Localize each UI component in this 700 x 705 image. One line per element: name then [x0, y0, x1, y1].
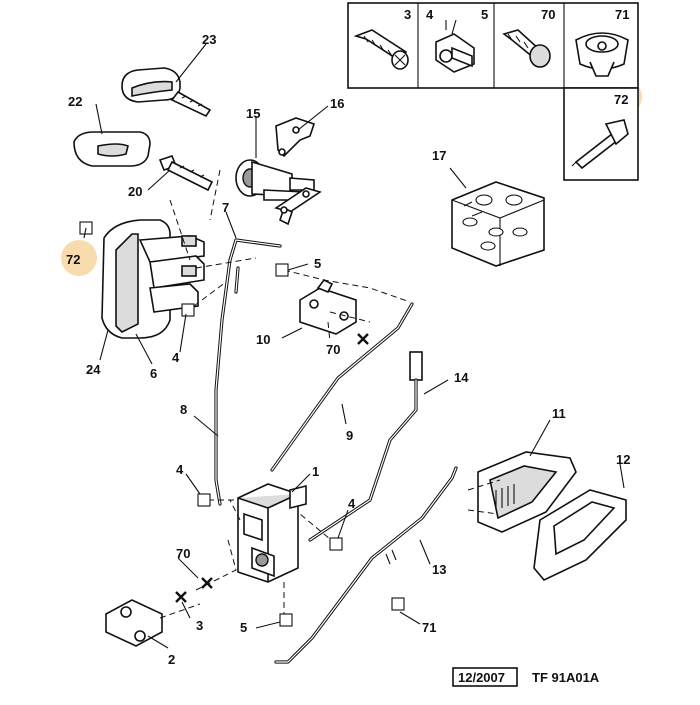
striker-2	[105, 599, 163, 647]
label-72-left: 72	[66, 252, 80, 267]
label-24: 24	[86, 362, 101, 377]
label-1: 1	[312, 464, 319, 479]
exterior-handle-24	[101, 219, 205, 339]
label-3: 3	[196, 618, 203, 633]
rod-14	[308, 351, 423, 542]
label-10: 10	[256, 332, 270, 347]
clip-71-icon	[575, 32, 629, 77]
label-12: 12	[616, 452, 630, 467]
highlight-marker-72-left	[61, 240, 97, 276]
door-lock-1	[237, 483, 307, 583]
label-4-top: 4	[172, 350, 180, 365]
lock-barrel-15	[235, 159, 315, 201]
label-8: 8	[180, 402, 187, 417]
clip-square-4-right	[329, 537, 343, 551]
dash-2	[327, 311, 371, 343]
leader-lines	[83, 43, 625, 649]
label-4-right: 4	[348, 496, 356, 511]
fastener-inset: 3 4 5 70 71 72	[347, 2, 639, 181]
dash-3	[208, 499, 337, 545]
label-70-top: 70	[326, 342, 340, 357]
remote-22	[73, 131, 151, 167]
label-20: 20	[128, 184, 142, 199]
inset-label-3: 3	[404, 7, 411, 22]
label-15: 15	[246, 106, 260, 121]
clip-square-5-bottom	[279, 613, 293, 627]
label-13: 13	[432, 562, 446, 577]
footer-reference: TF 91A01A	[532, 670, 600, 685]
label-2: 2	[168, 652, 175, 667]
dash-1	[185, 257, 411, 313]
interior-handle-11	[477, 451, 577, 533]
bezel-12	[533, 489, 627, 581]
label-23: 23	[202, 32, 216, 47]
label-4-mid: 4	[176, 462, 184, 477]
screw-x-3	[175, 591, 187, 603]
label-14: 14	[454, 370, 469, 385]
label-16: 16	[330, 96, 344, 111]
label-70-bottom: 70	[176, 546, 190, 561]
label-11: 11	[552, 406, 566, 421]
inset-label-71: 71	[615, 7, 629, 22]
dash-4	[159, 539, 237, 619]
key-23	[121, 67, 212, 118]
lever-16	[275, 117, 316, 158]
footer: 12/2007 TF 91A01A	[452, 667, 600, 687]
label-71: 71	[422, 620, 436, 635]
bracket-10	[299, 278, 357, 335]
screw-x-70-bottom	[201, 577, 213, 589]
rod-13	[274, 466, 458, 664]
inset-label-70: 70	[541, 7, 555, 22]
rod-9	[270, 302, 414, 472]
part-labels: 23 22 20 15 16 17 72 24 6 4 7 5 10 70 8 …	[66, 32, 630, 667]
rod-8	[234, 266, 240, 294]
key-20	[158, 155, 214, 192]
label-7: 7	[222, 200, 229, 215]
dash-7	[169, 169, 221, 261]
label-22: 22	[68, 94, 82, 109]
screw-3-icon	[353, 29, 409, 70]
clip-square-4-top	[181, 303, 195, 317]
clip-nut-4-icon	[435, 19, 475, 73]
inset-label-72: 72	[614, 92, 628, 107]
rivet-72-icon	[571, 119, 629, 170]
clip-square-5-top	[275, 263, 289, 277]
inset-label-5: 5	[481, 7, 488, 22]
inset-label-4: 4	[426, 7, 434, 22]
label-9: 9	[346, 428, 353, 443]
label-6: 6	[150, 366, 157, 381]
label-5-bottom: 5	[240, 620, 247, 635]
screw-x-70-top	[357, 333, 369, 345]
screw-70-icon	[502, 29, 551, 68]
fixing-kit-17	[451, 181, 545, 267]
clip-square-71	[391, 597, 405, 611]
dash-6	[467, 479, 501, 515]
footer-date: 12/2007	[458, 670, 505, 685]
rod-7	[214, 238, 282, 506]
link-arm	[274, 187, 322, 226]
footer-date-box	[452, 667, 518, 687]
label-5-top: 5	[314, 256, 321, 271]
clip-square-4-mid	[197, 493, 211, 507]
label-17: 17	[432, 148, 446, 163]
